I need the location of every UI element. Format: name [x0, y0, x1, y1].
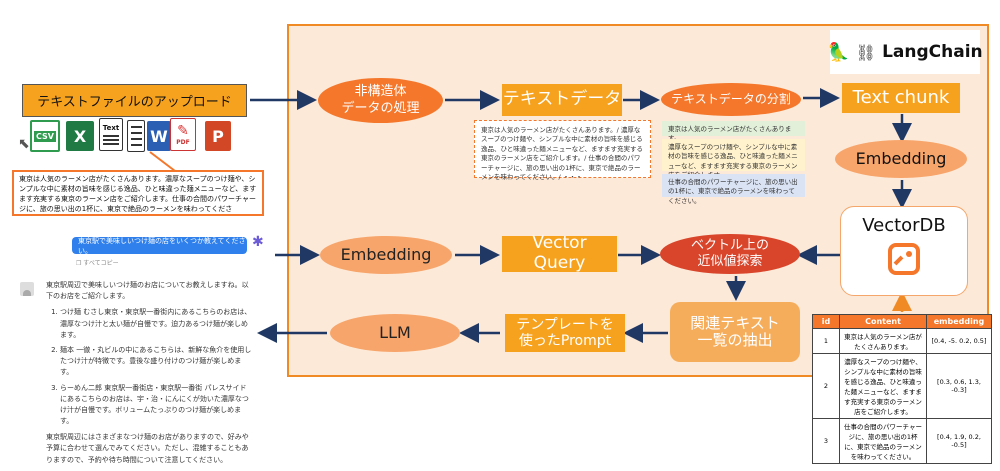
excel-icon: X	[66, 121, 94, 151]
copy-icon: ❐	[76, 260, 84, 267]
copy-all-label: すべてコピー	[83, 260, 119, 267]
table-cell: [0.4, 1.9, 0.2, -0.5]	[926, 418, 992, 464]
text-icon: Text	[99, 118, 123, 151]
node-embedding-query: Embedding	[320, 236, 452, 274]
node-extract-related: 関連テキスト 一覧の抽出	[670, 302, 800, 362]
source-text-box: 東京は人気のラーメン店がたくさんあります。濃厚なスープのつけ麺や、シンプルな中に…	[12, 170, 264, 216]
answer-intro: 東京駅周辺で美味しいつけ麺のお店についてお教えしますね。以下のお店をご紹介します…	[46, 281, 249, 301]
pdf-icon-label: PDF	[176, 139, 190, 146]
user-avatar-icon: ✱	[252, 234, 264, 250]
vector-table: id Content embedding 1 東京は人気のラーメン店がたくさんあ…	[812, 314, 992, 464]
answer-item: 麺本 一徹・丸ビルの中にあるこちらは、新鮮な魚介を使用したつけ汁が特徴です。豊後…	[60, 345, 252, 379]
chain-icon: ⛓	[855, 42, 877, 62]
node-text-data: テキストデータ	[502, 84, 622, 116]
chunk-3: 仕事の合間のパワーチャージに、旅の思い出の1杯に、東京で絶品のラーメンを味わって…	[662, 174, 805, 205]
table-cell: 3	[812, 418, 840, 464]
csv-icon: CSV	[30, 120, 60, 152]
text-data-note: 東京は人気のラーメン店がたくさんあります。/ 濃厚なスープのつけ麺や、シンプルな…	[474, 120, 651, 181]
table-cell: 1	[812, 328, 840, 354]
copy-all-link[interactable]: ❐ すべてコピー	[76, 258, 119, 267]
chat-query-bubble: 東京駅で美味しいつけ麺の店をいくつか教えてください。	[72, 237, 247, 255]
table-row: 1 東京は人気のラーメン店がたくさんあります。 [0.4, -5. 0.2, 0…	[812, 328, 992, 354]
chunk-1: 東京は人気のラーメン店がたくさんあります。	[662, 121, 805, 142]
assistant-avatar	[20, 282, 34, 296]
node-text-chunk: Text chunk	[842, 83, 960, 113]
callout-tail	[149, 151, 176, 172]
table-cell: 2	[812, 353, 840, 419]
answer-outro: 東京駅周辺にはさまざまなつけ麺のお店がありますので、好みや予算に合わせて選んでみ…	[46, 433, 249, 464]
table-header-content: Content	[839, 314, 927, 329]
node-similarity-search: ベクトル上の 近似値探索	[660, 234, 800, 274]
table-cell: 仕事の合間のパワーチャージに、旅の思い出の1杯に、東京で絶品のラーメンを味わって…	[839, 418, 927, 464]
node-text-split: テキストデータの分割	[661, 83, 801, 116]
table-row: 2 濃厚なスープのつけ麺や、シンプルな中に素材の旨味を感じる逸品、ひと味違った麺…	[812, 353, 992, 419]
table-header-id: id	[812, 314, 840, 329]
table-row: 3 仕事の合間のパワーチャージに、旅の思い出の1杯に、東京で絶品のラーメンを味わ…	[812, 418, 992, 464]
pdf-icon: ✎ PDF	[170, 118, 196, 151]
node-vectordb: VectorDB	[840, 206, 968, 296]
chat-answer: 東京駅周辺で美味しいつけ麺のお店についてお教えしますね。以下のお店をご紹介します…	[46, 280, 252, 468]
answer-item: つけ麺 むさし東京・東京駅一番街内にあるこちらのお店は、濃厚なつけ汁と太い麺が自…	[60, 307, 252, 341]
cursor-icon: ⬉	[18, 136, 30, 152]
chunk-2: 濃厚なスープのつけ麺や、シンプルな中に素材の旨味を感じる逸品、ひと味違った麺メニ…	[662, 139, 805, 179]
langchain-logo: 🦜 ⛓ LangChain	[827, 30, 983, 74]
table-cell: [0.4, -5. 0.2, 0.5]	[926, 328, 992, 354]
database-icon	[888, 243, 920, 275]
vectordb-label: VectorDB	[862, 215, 946, 236]
brand-name: LangChain	[882, 42, 983, 62]
text-icon-label: Text	[102, 124, 120, 132]
answer-item: らーめん二郎 東京駅一番街店・東京駅一番街 パレスサイドにあるこちらのお店は、宇…	[60, 383, 252, 428]
node-vector-query: Vector Query	[502, 234, 617, 273]
doc-lines-icon	[127, 120, 145, 152]
upload-banner: テキストファイルのアップロード	[22, 84, 247, 117]
parrot-icon: 🦜	[827, 41, 850, 63]
node-embedding-top: Embedding	[835, 140, 967, 178]
table-cell: [0.3, 0.6, 1.3, -0.3]	[926, 353, 992, 419]
table-cell: 東京は人気のラーメン店がたくさんあります。	[839, 328, 927, 354]
word-icon: W	[147, 121, 171, 151]
csv-icon-label: CSV	[34, 130, 56, 142]
table-header-embedding: embedding	[926, 314, 992, 329]
table-cell: 濃厚なスープのつけ麺や、シンプルな中に素材の旨味を感じる逸品、ひと味違った麺メニ…	[839, 353, 927, 419]
node-llm: LLM	[330, 314, 460, 352]
node-unstructured-processing: 非構造体 データの処理	[318, 78, 443, 123]
node-template-prompt: テンプレートを 使ったPrompt	[505, 314, 625, 352]
powerpoint-icon: P	[205, 121, 231, 151]
